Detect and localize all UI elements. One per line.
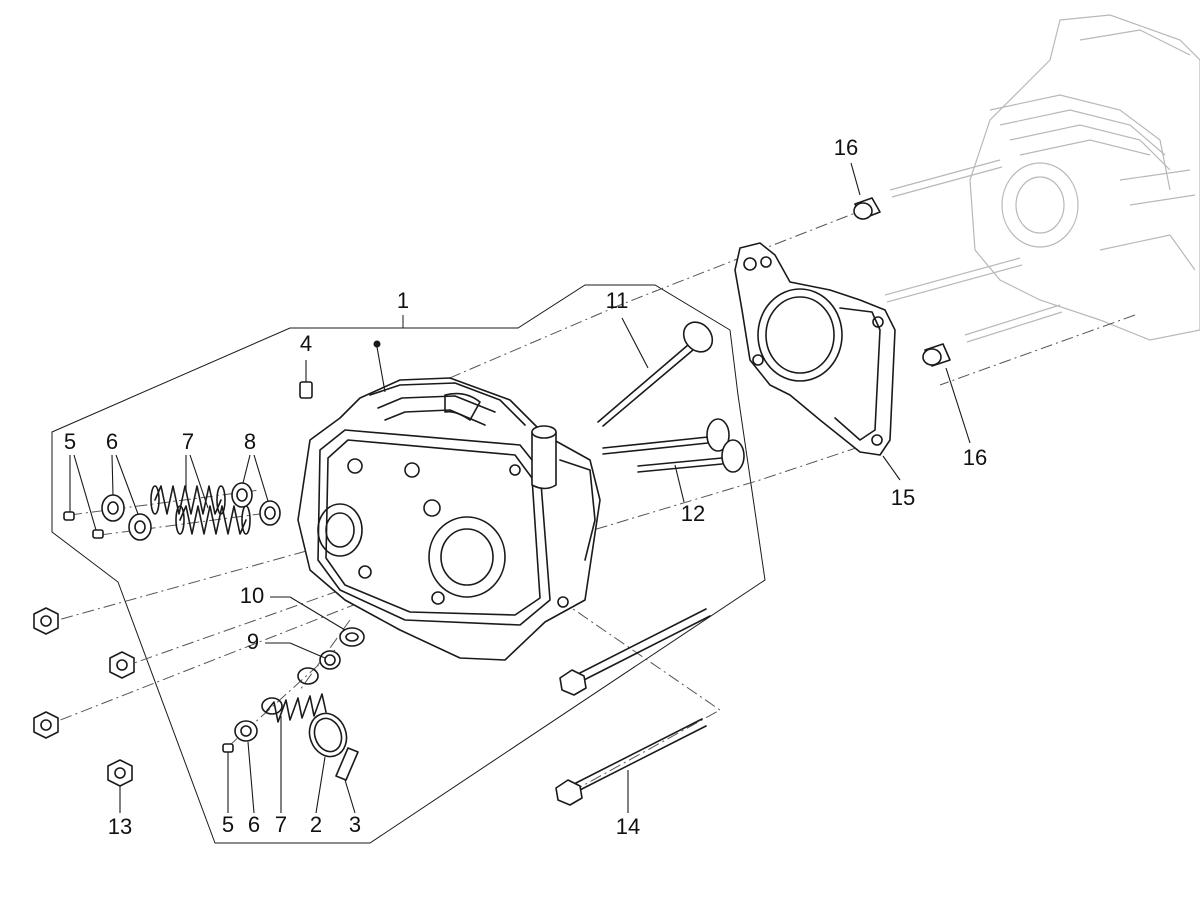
callout-4: 4 (300, 331, 312, 356)
cylinder-studs (884, 159, 1063, 343)
exhaust-valve (597, 321, 714, 427)
callout-11: 11 (606, 288, 629, 313)
callout-labels: 1 2 3 4 5 5 6 6 7 7 8 9 10 11 12 13 14 1… (64, 135, 987, 839)
dowel-pin-upper (853, 197, 881, 220)
callout-7-lower: 7 (275, 812, 287, 837)
head-bolt-upper (559, 608, 711, 696)
callout-3: 3 (349, 812, 361, 837)
callout-8: 8 (244, 429, 256, 454)
intake-valve-1 (602, 418, 730, 455)
callout-leader-lines (69, 162, 971, 814)
head-bolt-lower (555, 718, 707, 806)
callout-5-upper: 5 (64, 429, 76, 454)
callout-10: 10 (240, 583, 264, 608)
flange-nuts (33, 607, 135, 787)
callout-16-lower: 16 (963, 445, 987, 470)
callout-1: 1 (397, 288, 409, 313)
callout-5-lower: 5 (222, 812, 234, 837)
dowel-pin-lower (922, 343, 951, 367)
callout-7-upper: 7 (182, 429, 194, 454)
valve-spring-upper (150, 485, 226, 515)
callout-15: 15 (891, 485, 915, 510)
upper-valve-train (63, 482, 281, 541)
callout-12: 12 (681, 501, 705, 526)
intake-valve-2 (637, 439, 745, 473)
callout-13: 13 (108, 814, 132, 839)
cylinder-head (297, 340, 601, 661)
callout-2: 2 (310, 812, 322, 837)
valve-spring-bottom (261, 667, 327, 723)
engine-block-ghost (969, 14, 1200, 341)
callout-14: 14 (616, 814, 640, 839)
valve-spring-lower (175, 505, 251, 535)
head-gasket (734, 242, 896, 456)
assembly-group-outline (51, 284, 766, 844)
callout-9: 9 (247, 629, 259, 654)
callout-6-upper: 6 (106, 429, 118, 454)
callout-16-upper: 16 (834, 135, 858, 160)
callout-6-lower: 6 (248, 812, 260, 837)
